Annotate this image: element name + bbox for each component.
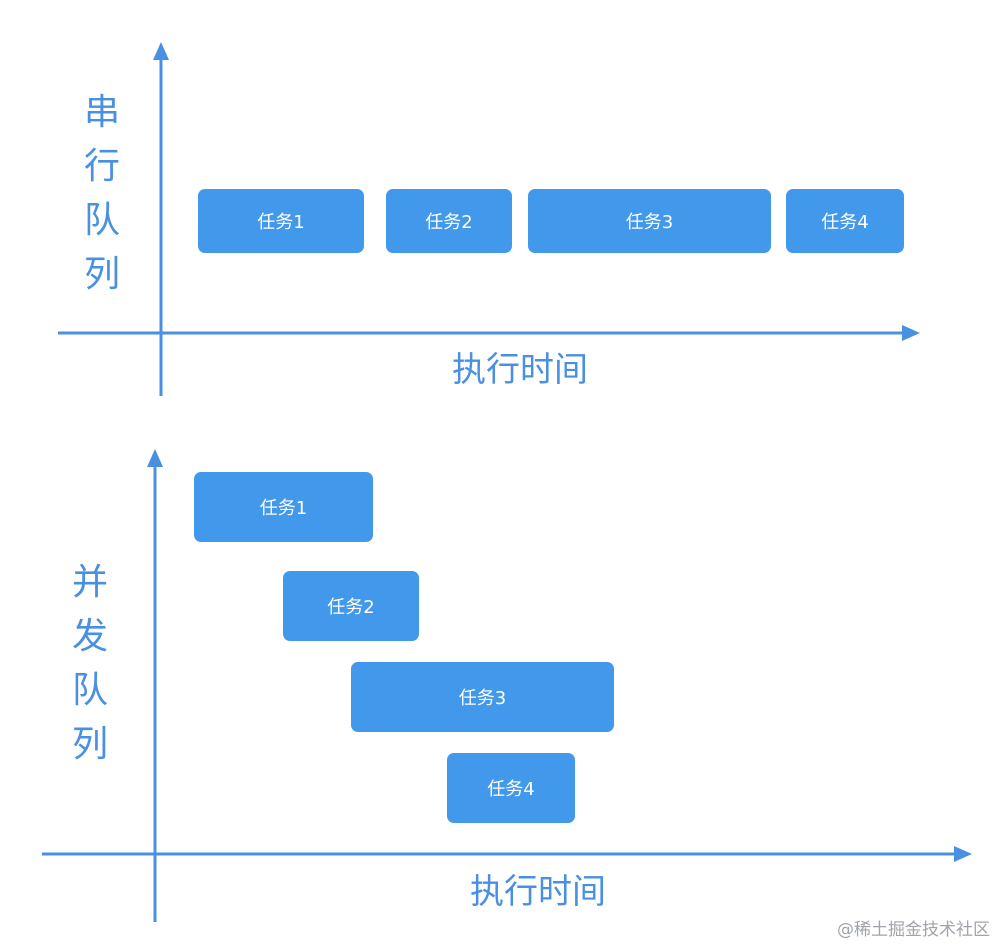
serial-task-4: 任务4	[786, 189, 904, 253]
serial-y-arrow	[153, 42, 169, 60]
concurrent-task-1: 任务1	[194, 472, 373, 542]
serial-x-label: 执行时间	[452, 350, 588, 390]
serial-axes	[58, 42, 920, 396]
serial-queue-label: 串行队列	[83, 92, 120, 295]
watermark-text: @稀土掘金技术社区	[837, 920, 990, 940]
concurrent-x-label: 执行时间	[470, 872, 606, 912]
concurrent-task-2: 任务2	[283, 571, 419, 641]
concurrent-task-4: 任务4	[447, 753, 575, 823]
serial-x-arrow	[902, 325, 920, 341]
concurrent-axes	[42, 449, 972, 922]
serial-task-3: 任务3	[528, 189, 771, 253]
concurrent-queue-label: 并发队列	[71, 562, 108, 765]
concurrent-x-arrow	[954, 846, 972, 862]
serial-task-2: 任务2	[386, 189, 512, 253]
concurrent-task-3: 任务3	[351, 662, 614, 732]
serial-task-1: 任务1	[198, 189, 364, 253]
concurrent-y-arrow	[147, 449, 163, 467]
